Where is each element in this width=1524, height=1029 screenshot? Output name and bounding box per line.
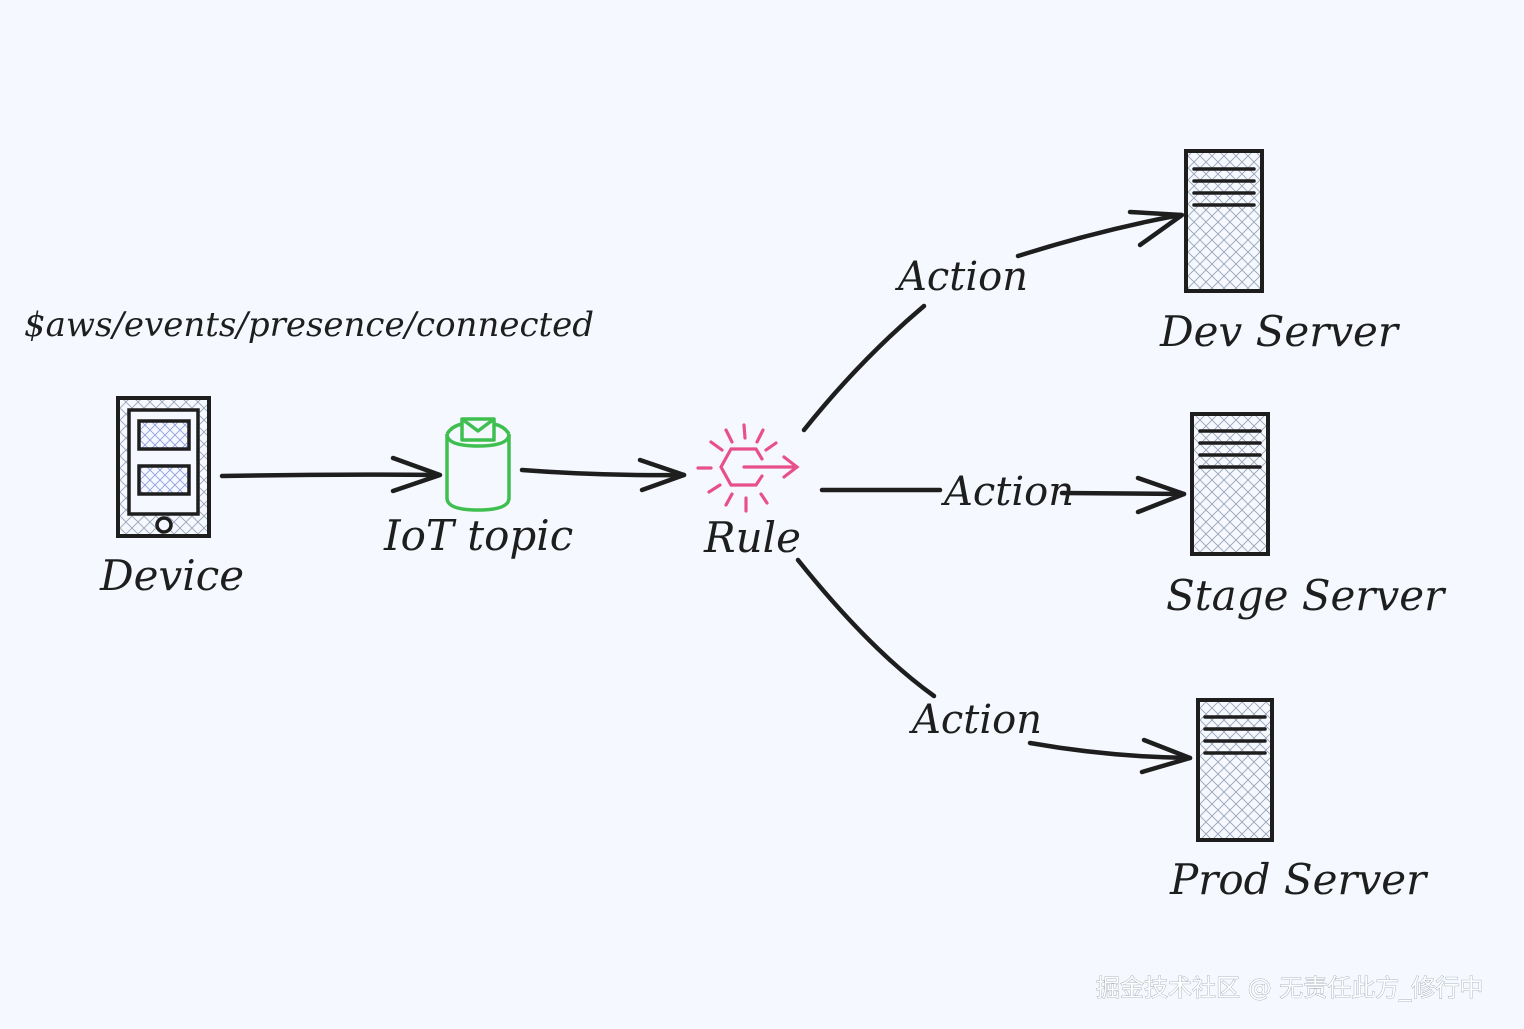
edge-rule-to-stage (819, 475, 1187, 515)
server-tower-icon (1184, 149, 1264, 293)
edge-device-to-topic (219, 455, 443, 494)
edge-rule-to-dev (801, 209, 1185, 433)
watermark-text: 掘金技术社区 @ 无责任此方_修行中 (1096, 974, 1483, 1002)
dev-server-label: Dev Server (1159, 307, 1401, 356)
server-tower-icon (1196, 698, 1274, 842)
server-tower-icon (1190, 412, 1270, 556)
stage-server-label: Stage Server (1166, 571, 1447, 620)
edge-rule-to-prod (795, 557, 1193, 775)
prod-server-label: Prod Server (1169, 855, 1429, 904)
mail-bucket-icon (445, 417, 511, 512)
topic-path-label: $aws/events/presence/connected (24, 305, 594, 345)
rule-label: Rule (703, 513, 801, 562)
mobile-device-icon (116, 396, 211, 538)
edge-topic-to-rule (519, 457, 687, 493)
action-prod-label: Action (908, 697, 1042, 743)
device-label: Device (99, 551, 244, 600)
action-stage-label: Action (940, 469, 1074, 515)
rule-burst-icon (696, 423, 800, 513)
iot-topic-label: IoT topic (383, 511, 573, 560)
action-dev-label: Action (894, 254, 1028, 300)
